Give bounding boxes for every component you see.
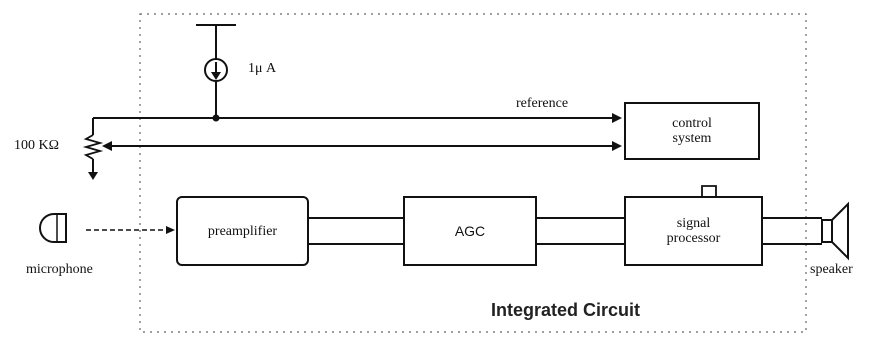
potentiometer-symbol bbox=[82, 134, 104, 160]
preamplifier-block: preamplifier bbox=[176, 196, 309, 266]
mic-input-arrow bbox=[166, 226, 175, 234]
speaker-label: speaker bbox=[810, 262, 853, 277]
microphone-label: microphone bbox=[26, 262, 93, 277]
wiper-feedback-arrow bbox=[612, 141, 622, 151]
ic-boundary bbox=[139, 13, 807, 333]
current-source-arrow-head bbox=[211, 72, 221, 80]
microphone-symbol bbox=[39, 213, 67, 243]
reference-label: reference bbox=[516, 96, 569, 111]
reference-arrow bbox=[612, 113, 622, 123]
ic-title: Integrated Circuit bbox=[491, 300, 641, 320]
control-system-block: control system bbox=[624, 102, 760, 160]
resistor-label: 100 KΩ bbox=[14, 138, 60, 153]
ground-arrow bbox=[88, 172, 98, 180]
wiper-arrow bbox=[102, 141, 112, 151]
current-source-label: 1μ A bbox=[248, 61, 277, 76]
speaker-magnet bbox=[821, 219, 833, 243]
speaker-cone bbox=[831, 201, 849, 261]
agc-block: AGC bbox=[403, 196, 537, 266]
signal-processor-block: signal processor bbox=[624, 196, 763, 266]
